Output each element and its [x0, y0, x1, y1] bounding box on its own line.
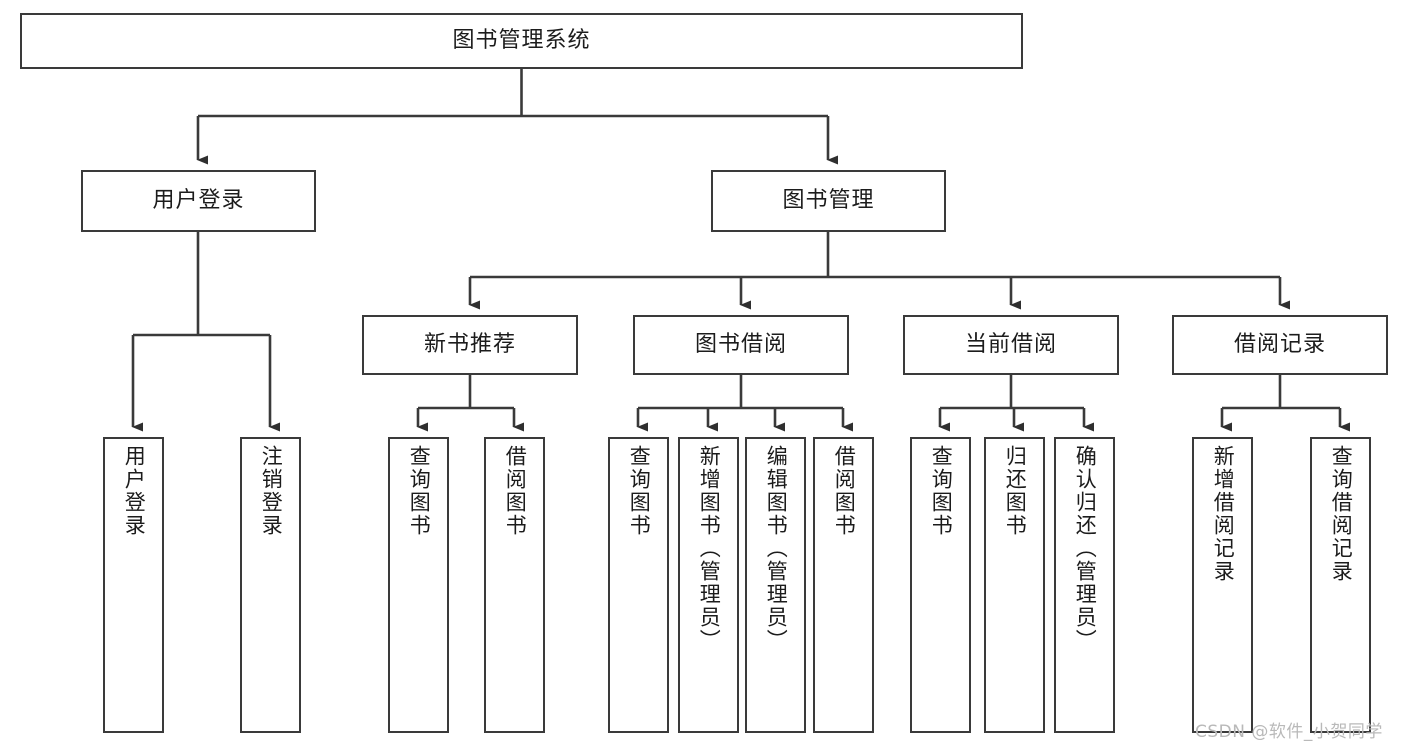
node-leaf-query-book-2-label: 查询图书 — [627, 445, 652, 537]
node-leaf-borrow-book-1[interactable]: 借阅图书 — [484, 437, 545, 733]
node-leaf-add-book-label: 新增图书（管理员） — [697, 445, 722, 652]
node-leaf-add-record-label: 新增借阅记录 — [1211, 445, 1236, 583]
node-leaf-user-logout[interactable]: 注销登录 — [240, 437, 301, 733]
node-leaf-query-record[interactable]: 查询借阅记录 — [1310, 437, 1371, 733]
node-current-borrow-label: 当前借阅 — [964, 332, 1057, 358]
node-leaf-user-login-label: 用户登录 — [122, 445, 147, 537]
node-leaf-add-record[interactable]: 新增借阅记录 — [1192, 437, 1253, 733]
node-leaf-query-record-label: 查询借阅记录 — [1329, 445, 1354, 583]
node-leaf-borrow-book-2[interactable]: 借阅图书 — [813, 437, 874, 733]
node-book-borrow-label: 图书借阅 — [694, 332, 787, 358]
node-leaf-borrow-book-1-label: 借阅图书 — [503, 445, 528, 537]
node-new-book-rec[interactable]: 新书推荐 — [362, 315, 578, 375]
node-leaf-user-logout-label: 注销登录 — [259, 445, 284, 537]
node-leaf-query-book-3[interactable]: 查询图书 — [910, 437, 971, 733]
node-book-manage[interactable]: 图书管理 — [711, 170, 946, 232]
node-leaf-query-book-1[interactable]: 查询图书 — [388, 437, 449, 733]
node-book-manage-label: 图书管理 — [782, 188, 875, 214]
node-leaf-return-book-label: 归还图书 — [1003, 445, 1028, 537]
watermark-text: CSDN @软件_小贺同学 — [1195, 722, 1383, 742]
node-current-borrow[interactable]: 当前借阅 — [903, 315, 1119, 375]
node-new-book-rec-label: 新书推荐 — [423, 332, 516, 358]
node-root-label: 图书管理系统 — [452, 28, 591, 54]
node-user-login-label: 用户登录 — [152, 188, 245, 214]
node-leaf-edit-book-label: 编辑图书（管理员） — [764, 445, 789, 652]
node-book-borrow[interactable]: 图书借阅 — [633, 315, 849, 375]
node-user-login[interactable]: 用户登录 — [81, 170, 316, 232]
node-root[interactable]: 图书管理系统 — [20, 13, 1023, 69]
node-leaf-borrow-book-2-label: 借阅图书 — [832, 445, 857, 537]
node-leaf-user-login[interactable]: 用户登录 — [103, 437, 164, 733]
node-borrow-record-label: 借阅记录 — [1233, 332, 1326, 358]
node-leaf-confirm-return[interactable]: 确认归还（管理员） — [1054, 437, 1115, 733]
node-leaf-query-book-1-label: 查询图书 — [407, 445, 432, 537]
node-leaf-query-book-3-label: 查询图书 — [929, 445, 954, 537]
node-leaf-edit-book[interactable]: 编辑图书（管理员） — [745, 437, 806, 733]
node-leaf-query-book-2[interactable]: 查询图书 — [608, 437, 669, 733]
node-leaf-return-book[interactable]: 归还图书 — [984, 437, 1045, 733]
node-borrow-record[interactable]: 借阅记录 — [1172, 315, 1388, 375]
node-leaf-add-book[interactable]: 新增图书（管理员） — [678, 437, 739, 733]
node-leaf-confirm-return-label: 确认归还（管理员） — [1073, 445, 1098, 652]
